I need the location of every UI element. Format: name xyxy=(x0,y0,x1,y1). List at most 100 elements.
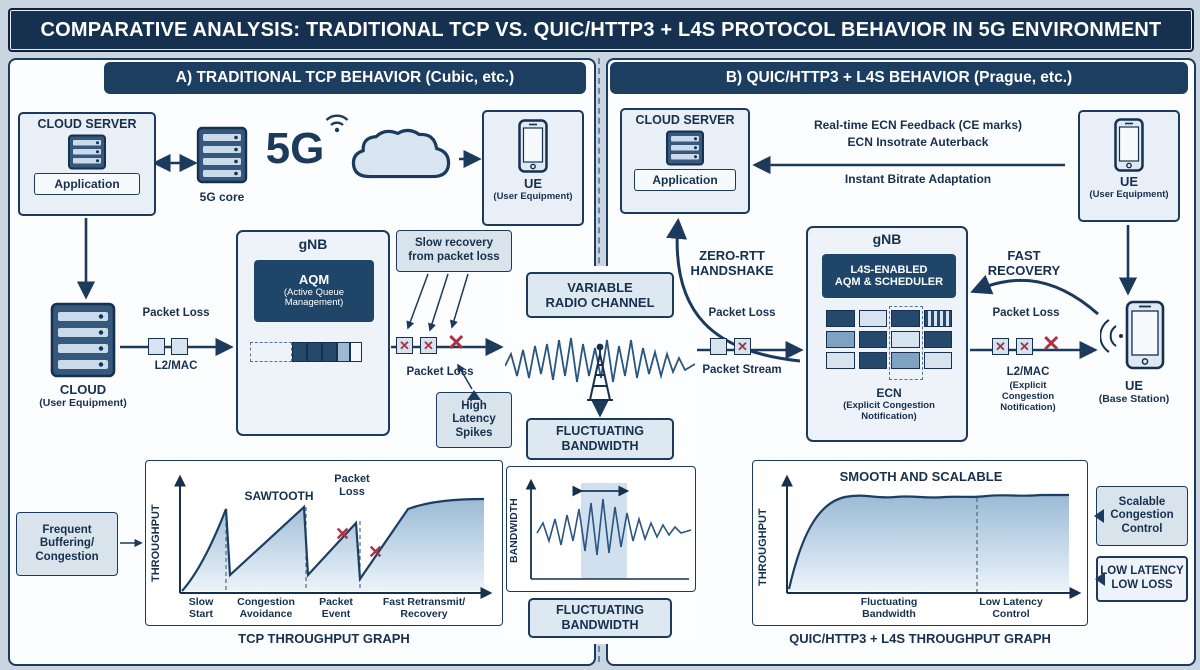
l4s-aqm-box: L4S-ENABLED AQM & SCHEDULER xyxy=(822,254,956,298)
panel-b-header: B) QUIC/HTTP3 + L4S BEHAVIOR (Prague, et… xyxy=(610,62,1188,94)
x-mark-icon: ✕ xyxy=(737,338,748,354)
queue-cell xyxy=(891,310,920,327)
callout-line: Latency xyxy=(452,413,496,426)
ue-base-label: UE (Base Station) xyxy=(1098,378,1170,406)
tcp-throughput-graph: THROUGHPUT SAWTOOTH Packet Loss ✕ ✕ Slow… xyxy=(145,460,503,626)
aqm-title: AQM xyxy=(298,272,330,288)
vrc-line: VARIABLE xyxy=(567,279,633,295)
radio-waveform-and-antenna xyxy=(505,337,695,401)
title-bar: COMPARATIVE ANALYSIS: TRADITIONAL TCP VS… xyxy=(8,8,1194,52)
queue-cell xyxy=(858,352,887,369)
cloud-host-sub: (User Equipment) xyxy=(39,397,127,410)
ecn-label: ECN (Explicit Congestion Notification) xyxy=(843,386,935,423)
high-latency-callout: High Latency Spikes xyxy=(436,390,512,448)
packet-square xyxy=(148,338,165,355)
queue-cell xyxy=(923,352,952,369)
l4s-line: AQM & SCHEDULER xyxy=(834,276,944,288)
variable-radio-channel-box: VARIABLE RADIO CHANNEL xyxy=(526,272,674,318)
tcp-graph-ylabel: THROUGHPUT xyxy=(150,504,162,582)
queue-row xyxy=(250,342,380,362)
quic-graph-ylabel: THROUGHPUT xyxy=(757,508,769,586)
queue-cell xyxy=(891,331,920,348)
ecn-feedback-line1: Real-time ECN Feedback (CE marks) xyxy=(813,118,1023,132)
callout-line: from packet loss xyxy=(408,251,500,263)
callout-line: Control xyxy=(1121,522,1163,535)
panel-a-title: A) TRADITIONAL TCP BEHAVIOR (Cubic, etc.… xyxy=(175,69,515,86)
quic-graph-plot xyxy=(781,474,1082,599)
packet-square xyxy=(171,338,188,355)
fb-line: BANDWIDTH xyxy=(561,618,639,632)
cloud-icon xyxy=(351,128,451,179)
packet-loss-label-left-a: Packet Loss xyxy=(142,307,210,319)
bandwidth-ylabel: BANDWIDTH xyxy=(508,498,520,564)
aqm-sub: (Active Queue xyxy=(283,286,345,298)
gnb-title: gNB xyxy=(298,236,328,252)
ue-box-b: UE (User Equipment) xyxy=(1078,110,1180,222)
x-mark-icon: ✕ xyxy=(1019,338,1030,354)
panel-a-header: A) TRADITIONAL TCP BEHAVIOR (Cubic, etc.… xyxy=(104,62,586,94)
queue-cell xyxy=(337,342,350,362)
x-mark-icon: ✕ xyxy=(447,332,465,354)
callout-line: Scalable xyxy=(1118,495,1166,508)
sawtooth-label: SAWTOOTH xyxy=(244,489,314,503)
queue-cell xyxy=(826,310,855,327)
x-mark-icon: ✕ xyxy=(1042,333,1060,355)
ue-sub: (User Equipment) xyxy=(493,191,573,203)
lost-packet-square: ✕ xyxy=(420,337,437,354)
l2mac-label-b: L2/MAC (Explicit Congestion Notification… xyxy=(1000,366,1056,413)
fb-line: FLUCTUATING xyxy=(556,603,644,618)
core-label: 5G core xyxy=(199,190,245,204)
panel-b-title: B) QUIC/HTTP3 + L4S BEHAVIOR (Prague, et… xyxy=(725,69,1073,86)
l4s-line: L4S-ENABLED xyxy=(850,263,928,276)
callout-line: Spikes xyxy=(455,426,493,439)
callout-line: Frequent xyxy=(42,523,92,536)
queue-cell xyxy=(858,310,887,327)
queue-cell xyxy=(858,331,887,348)
packet-loss-label-right-b: Packet Loss xyxy=(992,307,1060,319)
ecn-feedback-line2: ECN Insotrate Auterback xyxy=(847,135,989,149)
queue-cell xyxy=(826,352,855,369)
tcp-graph-plot xyxy=(174,474,493,599)
ue-name: UE xyxy=(1119,174,1139,189)
gnb-box-a: gNB AQM (Active Queue Management) xyxy=(236,230,390,436)
cloud-server-title: CLOUD SERVER xyxy=(37,117,137,131)
vrc-line: RADIO CHANNEL xyxy=(545,295,655,310)
packet-stream-label: Packet Stream xyxy=(702,364,782,376)
x-glyph: ✕ xyxy=(447,330,466,355)
callout-line: Slow recovery xyxy=(415,237,493,250)
queue-cell xyxy=(923,310,952,327)
callout-line: High xyxy=(461,399,487,412)
quic-throughput-graph: SMOOTH AND SCALABLE THROUGHPUT Fluctuati… xyxy=(752,460,1088,626)
page-title: COMPARATIVE ANALYSIS: TRADITIONAL TCP VS… xyxy=(40,18,1162,41)
queue-cell xyxy=(292,342,307,362)
fiveg-logo: 5G xyxy=(265,124,325,173)
queue-cell xyxy=(891,352,920,369)
x-mark-icon: ✕ xyxy=(399,337,410,353)
server-icon xyxy=(68,134,106,170)
bandwidth-graph: BANDWIDTH xyxy=(506,466,696,592)
quic-graph-caption: QUIC/HTTP3 + L4S THROUGHPUT GRAPH xyxy=(789,631,1051,646)
x-mark-icon: ✕ xyxy=(368,542,384,562)
aqm-sub: Management) xyxy=(284,297,344,309)
packet-loss-label-left-b: Packet Loss xyxy=(708,307,776,319)
cloud-server-title: CLOUD SERVER xyxy=(635,113,735,127)
wifi-signal-icon xyxy=(325,114,349,133)
queue-cell xyxy=(350,342,362,362)
x-mark-icon: ✕ xyxy=(995,338,1006,354)
gnb-title: gNB xyxy=(872,231,902,247)
queue-empty-segment xyxy=(250,342,292,362)
cloud-server-box-a: CLOUD SERVER Application xyxy=(18,112,156,216)
phase-label: Fast Retransmit/Recovery xyxy=(382,596,466,621)
queue-cell xyxy=(307,342,322,362)
phone-icon xyxy=(518,119,548,173)
callout-line: Buffering/ xyxy=(39,537,95,550)
fluctuating-bandwidth-box-top: FLUCTUATING BANDWIDTH xyxy=(526,418,674,460)
aqm-box: AQM (Active Queue Management) xyxy=(254,260,374,322)
